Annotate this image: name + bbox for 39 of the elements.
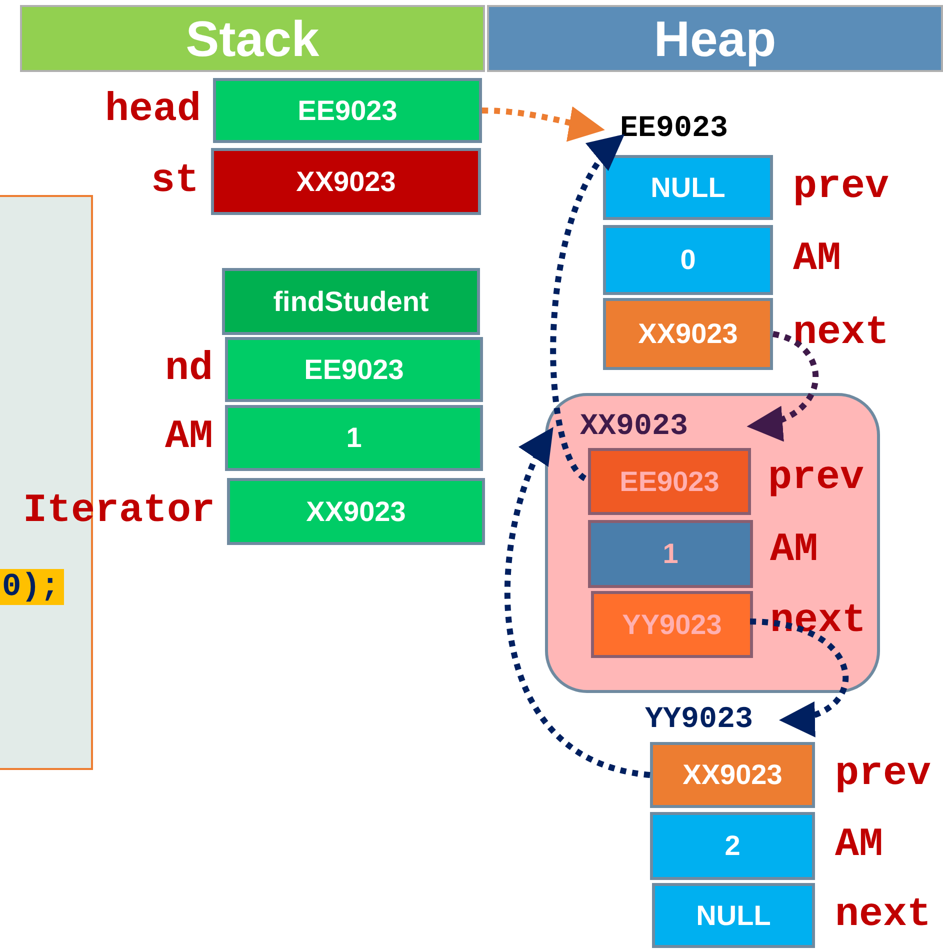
memory-cell: XX9023 — [227, 478, 485, 545]
memory-cell: EE9023 — [213, 78, 482, 143]
memory-cell: findStudent — [222, 268, 480, 335]
dotted-arrow — [482, 106, 605, 142]
field-name: AM — [770, 531, 818, 571]
memory-cell: YY9023 — [591, 591, 753, 658]
address-label: YY9023 — [645, 705, 785, 735]
header-band: Heap — [487, 5, 943, 72]
memory-cell: EE9023 — [588, 448, 751, 515]
field-name: next — [835, 896, 932, 936]
address-label: EE9023 — [620, 114, 760, 144]
dotted-arrow — [550, 134, 624, 481]
memory-cell: XX9023 — [650, 742, 815, 808]
field-name: prev — [768, 458, 864, 498]
memory-cell: XX9023 — [211, 148, 481, 215]
field-name: AM — [835, 826, 884, 866]
address-label: XX9023 — [580, 412, 688, 442]
field-name: AM — [793, 240, 842, 280]
memory-cell: NULL — [603, 155, 773, 220]
memory-cell: 2 — [650, 812, 815, 880]
dotted-arrow — [746, 331, 818, 440]
variable-name: nd — [164, 350, 213, 390]
memory-cell: NULL — [652, 883, 815, 948]
object-box — [545, 393, 880, 693]
dotted-arrow — [750, 618, 848, 734]
memory-cell: 1 — [225, 405, 483, 471]
field-name: next — [793, 314, 890, 354]
code-text: 0); — [0, 569, 64, 605]
dotted-arrow — [504, 426, 651, 778]
variable-name: st — [150, 162, 199, 202]
variable-name: head — [104, 90, 201, 130]
memory-cell: XX9023 — [603, 298, 773, 370]
field-name: prev — [835, 755, 932, 795]
memory-cell: 1 — [588, 520, 753, 588]
memory-cell: 0 — [603, 225, 773, 295]
variable-name: AM — [164, 418, 213, 458]
header-band: Stack — [20, 5, 485, 72]
memory-cell: EE9023 — [225, 337, 483, 402]
field-name: prev — [793, 168, 890, 208]
